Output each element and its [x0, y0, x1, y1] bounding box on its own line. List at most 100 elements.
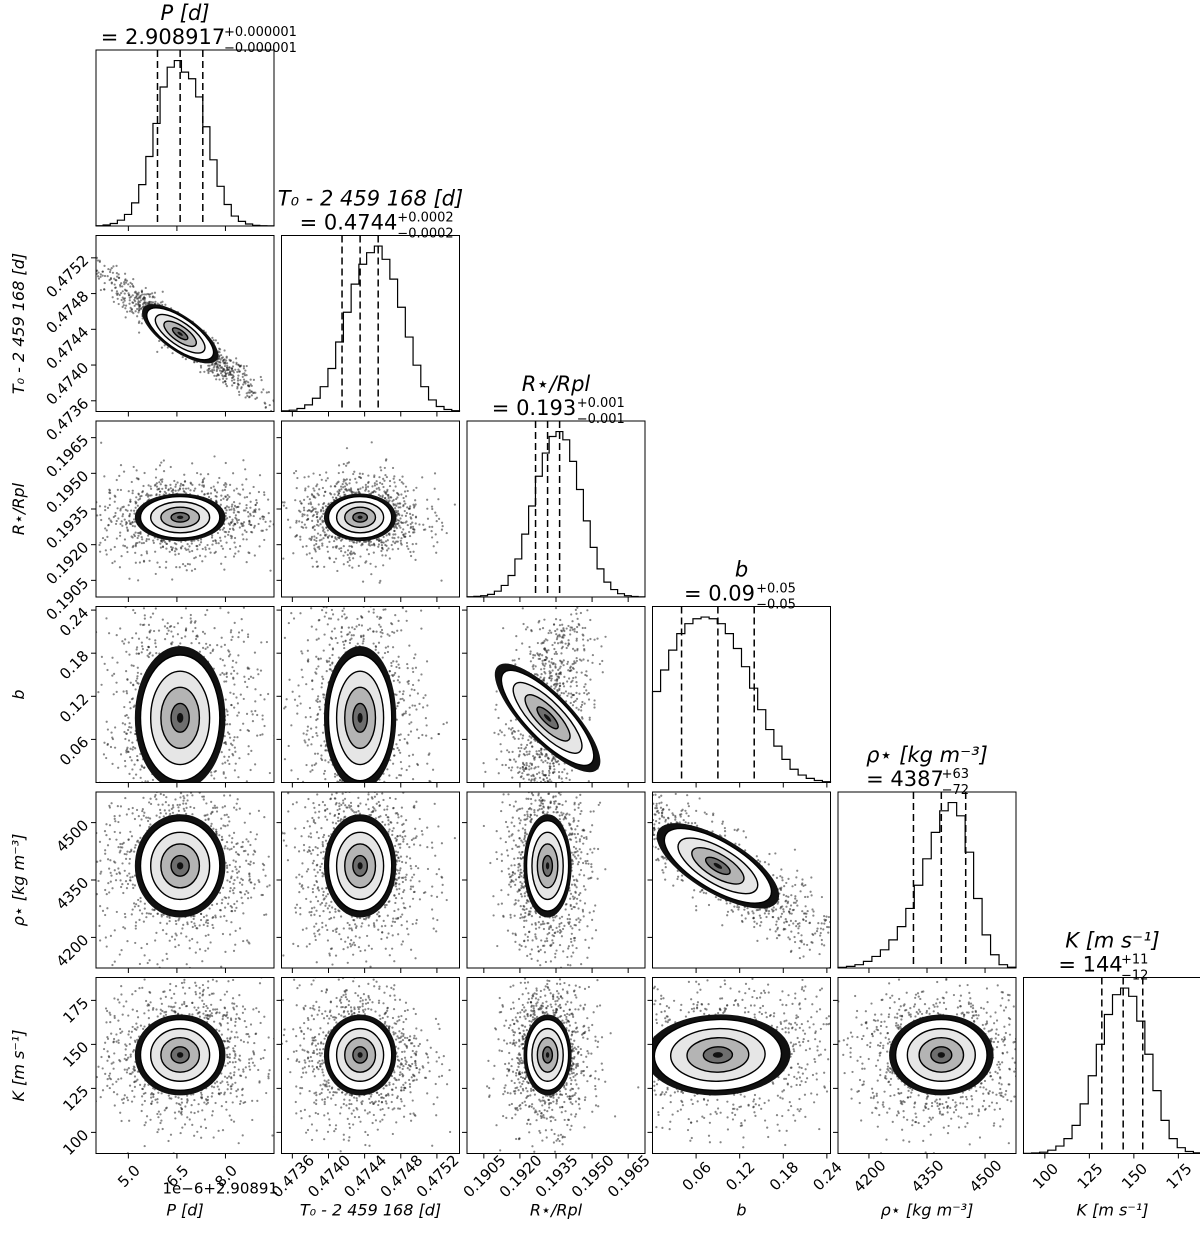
scatter-panel-K-vs-b: [652, 977, 831, 1154]
param-err-minus-rho: −72: [942, 783, 969, 798]
histogram-steps: [95, 59, 275, 227]
scatter-panel-rho-vs-b: [652, 791, 831, 969]
param-err-plus-K: +11: [1121, 953, 1148, 968]
scatter-panel-b-vs-Rratio: [466, 606, 646, 783]
x-tick-label-b: 0.12: [722, 1158, 758, 1194]
x-tick-label-K: 125: [1074, 1160, 1107, 1193]
param-median-b: = 0.09: [684, 582, 755, 606]
scatter-panel-b-vs-T0: [281, 606, 460, 783]
param-median-T0: = 0.4744: [300, 211, 398, 235]
scatter-panel-T0-vs-P: [95, 235, 275, 412]
density-peak: [176, 1052, 184, 1058]
x-tick-label-b: 0.06: [679, 1158, 715, 1194]
panel-frame: [466, 420, 646, 598]
histogram-panel-P: P [d]= 2.908917+0.000001−0.000001: [95, 1, 297, 227]
panel-frame: [652, 977, 831, 1154]
param-err-plus-rho: +63: [942, 767, 969, 782]
histogram-panel-Rratio: R⋆/Rpl= 0.193+0.001−0.001: [466, 372, 646, 598]
y-tick-label-rho: 4200: [53, 931, 93, 971]
density-peak: [545, 1052, 550, 1058]
panel-frame: [652, 606, 831, 783]
y-tick-label-rho: 4350: [53, 874, 93, 914]
histogram-panel-b: b= 0.09+0.05−0.05: [651, 558, 832, 783]
param-err-minus-b: −0.05: [756, 598, 796, 613]
panel-frame: [1023, 977, 1200, 1154]
x-axis-label-T0: T₀ - 2 459 168 [d]: [300, 1201, 441, 1220]
scatter-panel-rho-vs-T0: [281, 791, 460, 969]
x-axis-label-rho: ρ⋆ [kg m⁻³]: [881, 1201, 974, 1220]
x-tick-label-b: 0.24: [809, 1158, 845, 1194]
density-peak: [357, 1052, 363, 1058]
param-title-T0: T₀ - 2 459 168 [d]: [278, 187, 463, 211]
param-median-Rratio: = 0.193: [492, 396, 576, 420]
x-tick-label-P: 5.0: [114, 1161, 144, 1191]
panel-frame: [95, 235, 275, 412]
x-tick-label-rho: 4200: [850, 1156, 890, 1196]
panel-frame: [281, 606, 460, 783]
histogram-steps: [280, 245, 461, 412]
param-err-plus-P: +0.000001: [224, 25, 297, 40]
panel-frame: [95, 606, 275, 783]
param-title-Rratio: R⋆/Rpl: [522, 372, 591, 396]
density-peak: [543, 714, 552, 722]
param-title-K: K [m s⁻¹]: [1065, 929, 1159, 953]
x-axis-label-K: K [m s⁻¹]: [1077, 1201, 1149, 1220]
y-axis-label-Rratio: R⋆/Rpl: [9, 482, 28, 535]
y-axis-label-rho: ρ⋆ [kg m⁻³]: [9, 834, 28, 927]
param-err-minus-K: −12: [1121, 969, 1148, 984]
scatter-panel-K-vs-rho: [837, 977, 1017, 1154]
density-peak: [712, 1052, 723, 1058]
scatter-panel-Rratio-vs-P: [95, 420, 275, 598]
param-err-plus-T0: +0.0002: [397, 211, 453, 226]
scatter-panel-rho-vs-P: [95, 791, 275, 969]
panel-frame: [281, 235, 460, 412]
y-tick-label-K: 175: [59, 994, 92, 1027]
x-tick-label-K: 175: [1163, 1160, 1196, 1193]
x-axis-label-P: P [d]: [166, 1201, 203, 1220]
panel-frame: [95, 49, 275, 227]
x-tick-label-rho: 4500: [966, 1156, 1006, 1196]
x-offset-text-P: 1e−6+2.90891: [163, 1180, 278, 1198]
density-peak: [713, 862, 723, 869]
histogram-steps: [1022, 987, 1200, 1154]
x-axis-label-b: b: [736, 1201, 746, 1220]
y-axis-label-K: K [m s⁻¹]: [9, 1030, 28, 1102]
density-peak: [176, 712, 184, 723]
param-err-plus-b: +0.05: [756, 582, 796, 597]
histogram-panel-rho: ρ⋆ [kg m⁻³]= 4387+63−72: [837, 743, 1017, 969]
density-peak: [176, 862, 184, 870]
panel-frame: [95, 977, 275, 1154]
histogram-panel-T0: T₀ - 2 459 168 [d]= 0.4744+0.0002−0.0002: [278, 187, 463, 412]
x-tick-label-K: 150: [1118, 1160, 1151, 1193]
y-tick-label-K: 125: [59, 1082, 92, 1115]
density-peak: [357, 862, 363, 870]
param-title-b: b: [735, 558, 748, 582]
y-tick-label-K: 100: [59, 1126, 92, 1159]
histogram-steps: [837, 801, 1017, 968]
y-axis-label-T0: T₀ - 2 459 168 [d]: [9, 253, 28, 394]
param-err-minus-T0: −0.0002: [397, 227, 453, 242]
histogram-panel-K: K [m s⁻¹]= 144+11−12: [1022, 929, 1200, 1154]
scatter-panel-b-vs-P: [95, 606, 275, 783]
histogram-steps: [466, 430, 646, 598]
param-title-rho: ρ⋆ [kg m⁻³]: [866, 743, 988, 767]
param-err-minus-Rratio: −0.001: [577, 412, 625, 427]
param-median-rho: = 4387: [866, 767, 944, 791]
x-tick-label-rho: 4350: [908, 1156, 948, 1196]
scatter-panel-K-vs-T0: [281, 977, 460, 1154]
param-err-minus-P: −0.000001: [224, 41, 297, 56]
x-axis-label-Rratio: R⋆/Rpl: [530, 1201, 583, 1220]
density-peak: [545, 862, 550, 870]
x-tick-label-b: 0.18: [766, 1158, 802, 1194]
density-peak: [177, 331, 183, 336]
param-median-P: = 2.908917: [101, 25, 225, 49]
density-peak: [357, 712, 363, 723]
y-tick-label-rho: 4500: [53, 816, 93, 856]
param-median-K: = 144: [1058, 953, 1122, 977]
param-err-plus-Rratio: +0.001: [577, 396, 625, 411]
y-tick-label-b: 0.12: [56, 690, 92, 726]
density-peak: [357, 515, 363, 519]
scatter-panel-K-vs-P: [95, 977, 275, 1154]
panel-frame: [281, 977, 460, 1154]
